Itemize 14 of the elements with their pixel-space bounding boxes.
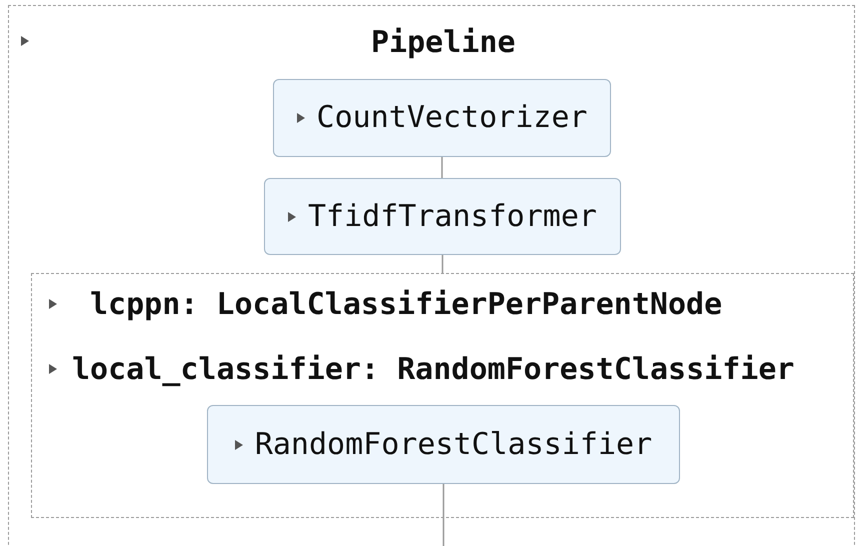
group-title: Pipeline: [371, 25, 516, 61]
estimator-box: [264, 178, 621, 255]
connector-line: [441, 157, 443, 178]
group-title: lcppn: LocalClassifierPerParentNode: [90, 287, 722, 323]
estimator-name: CountVectorizer: [316, 100, 588, 136]
group-container: [8, 5, 855, 546]
connector-line: [442, 484, 444, 546]
group-container: [31, 273, 854, 518]
estimator-name: TfidfTransformer: [308, 198, 597, 234]
estimator-box: [273, 79, 611, 157]
estimator-name: RandomForestClassifier: [254, 426, 652, 462]
connector-line: [442, 255, 444, 273]
group-subtitle: local_classifier: RandomForestClassifier: [72, 352, 794, 388]
estimator-box: [207, 405, 680, 484]
